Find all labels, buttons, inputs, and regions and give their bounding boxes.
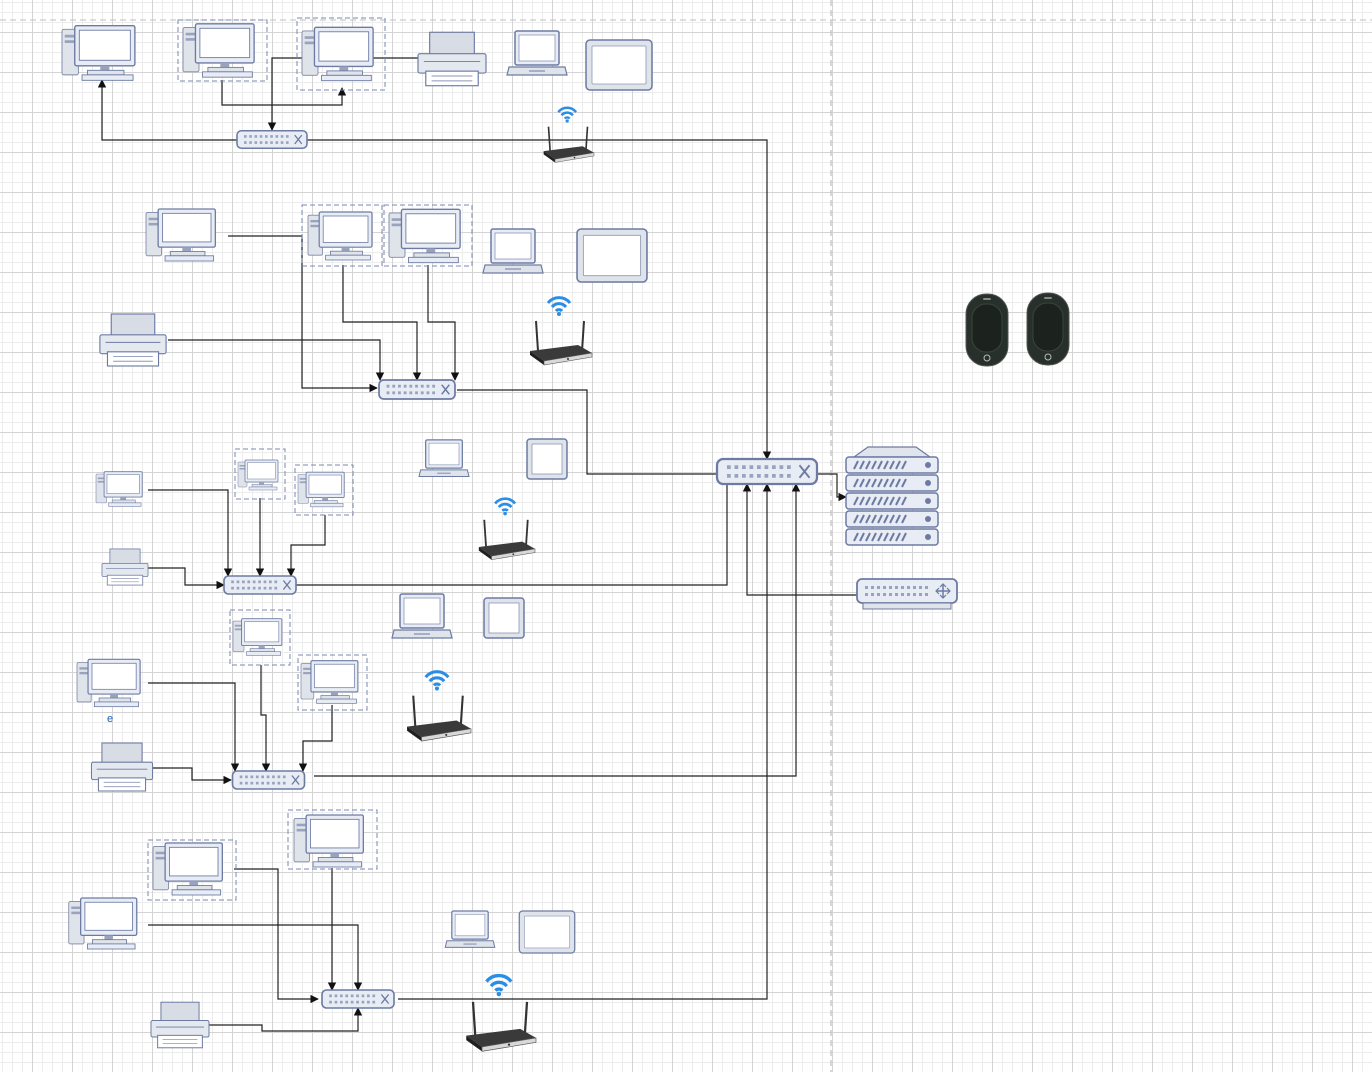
link-switch4-core xyxy=(314,483,801,777)
printer-icon[interactable] xyxy=(150,1001,210,1049)
desktop-pc-icon[interactable] xyxy=(68,897,138,950)
wireless-router-icon[interactable] xyxy=(477,497,537,562)
network-switch-icon[interactable] xyxy=(378,379,456,400)
core-switch-icon[interactable] xyxy=(715,457,819,486)
network-switch-icon[interactable] xyxy=(321,989,395,1009)
link-pc10-switch4 xyxy=(148,682,240,772)
handheld-device-icon[interactable] xyxy=(1026,292,1070,366)
network-switch-icon[interactable] xyxy=(231,770,306,790)
desktop-pc-icon[interactable] xyxy=(182,23,255,78)
connection-links xyxy=(97,57,857,1032)
link-printer3-switch3 xyxy=(146,567,225,590)
link-switch1-pc1 xyxy=(97,79,270,141)
link-pc14-switch5 xyxy=(148,924,363,991)
network-switch-icon[interactable] xyxy=(236,129,308,150)
network-switch-icon[interactable] xyxy=(223,575,297,595)
link-pc9-switch3 xyxy=(286,515,326,577)
laptop-icon[interactable] xyxy=(506,30,568,76)
desktop-pc-icon[interactable] xyxy=(300,660,359,704)
desktop-pc-icon[interactable] xyxy=(152,842,224,896)
link-printer2-switch2 xyxy=(168,339,385,381)
desktop-pc-icon[interactable] xyxy=(307,211,373,261)
printer-icon[interactable] xyxy=(417,31,487,87)
link-core-server xyxy=(817,473,847,502)
firewall-router-icon[interactable] xyxy=(856,578,958,610)
desktop-pc-icon[interactable] xyxy=(293,814,365,868)
link-printer5-switch5 xyxy=(208,1007,363,1032)
tablet-icon[interactable] xyxy=(576,228,648,283)
link-switch5-core xyxy=(398,483,772,1000)
desktop-pc-icon[interactable] xyxy=(297,471,345,508)
tablet-icon[interactable] xyxy=(518,910,576,954)
link-pc11-switch4 xyxy=(260,665,271,772)
desktop-pc-icon[interactable] xyxy=(232,618,283,656)
tablet-icon[interactable] xyxy=(526,438,568,480)
laptop-icon[interactable] xyxy=(444,910,496,949)
printer-icon[interactable] xyxy=(90,742,154,792)
link-switch2-core xyxy=(457,389,717,475)
laptop-icon[interactable] xyxy=(391,593,453,639)
desktop-pc-icon[interactable] xyxy=(388,208,461,264)
printer-icon[interactable] xyxy=(99,313,167,367)
desktop-pc-icon[interactable] xyxy=(95,471,143,507)
desktop-pc-icon[interactable] xyxy=(76,658,141,708)
link-pc2-bus xyxy=(221,80,347,106)
wireless-router-icon[interactable] xyxy=(464,973,538,1054)
wireless-router-icon[interactable] xyxy=(528,296,594,367)
pc-caption-text: e xyxy=(107,713,113,725)
link-switch1-core xyxy=(300,139,772,460)
laptop-icon[interactable] xyxy=(418,438,470,478)
device-group-frames xyxy=(147,17,473,901)
link-printer4-switch4 xyxy=(152,767,232,785)
link-pc12-switch4 xyxy=(298,705,333,772)
tablet-icon[interactable] xyxy=(585,39,653,91)
printer-icon[interactable] xyxy=(101,548,149,586)
link-pc4-switch2 xyxy=(228,235,378,393)
link-pc5-switch2 xyxy=(342,265,422,381)
link-switch3-core xyxy=(295,484,728,586)
desktop-pc-icon[interactable] xyxy=(61,24,136,82)
desktop-pc-icon[interactable] xyxy=(237,459,279,491)
wireless-router-icon[interactable] xyxy=(542,106,596,164)
desktop-pc-icon[interactable] xyxy=(145,208,217,262)
laptop-icon[interactable] xyxy=(482,228,544,274)
desktop-pc-icon[interactable] xyxy=(301,26,374,82)
link-pc6-switch2 xyxy=(427,265,460,381)
link-pc13-switch5 xyxy=(234,868,319,1004)
link-pc7-switch3 xyxy=(148,489,233,577)
handheld-device-icon[interactable] xyxy=(965,293,1009,367)
tablet-icon[interactable] xyxy=(483,597,525,639)
link-firewall-core xyxy=(742,483,857,596)
server-rack-icon[interactable] xyxy=(845,446,939,546)
wireless-router-icon[interactable] xyxy=(405,669,473,743)
